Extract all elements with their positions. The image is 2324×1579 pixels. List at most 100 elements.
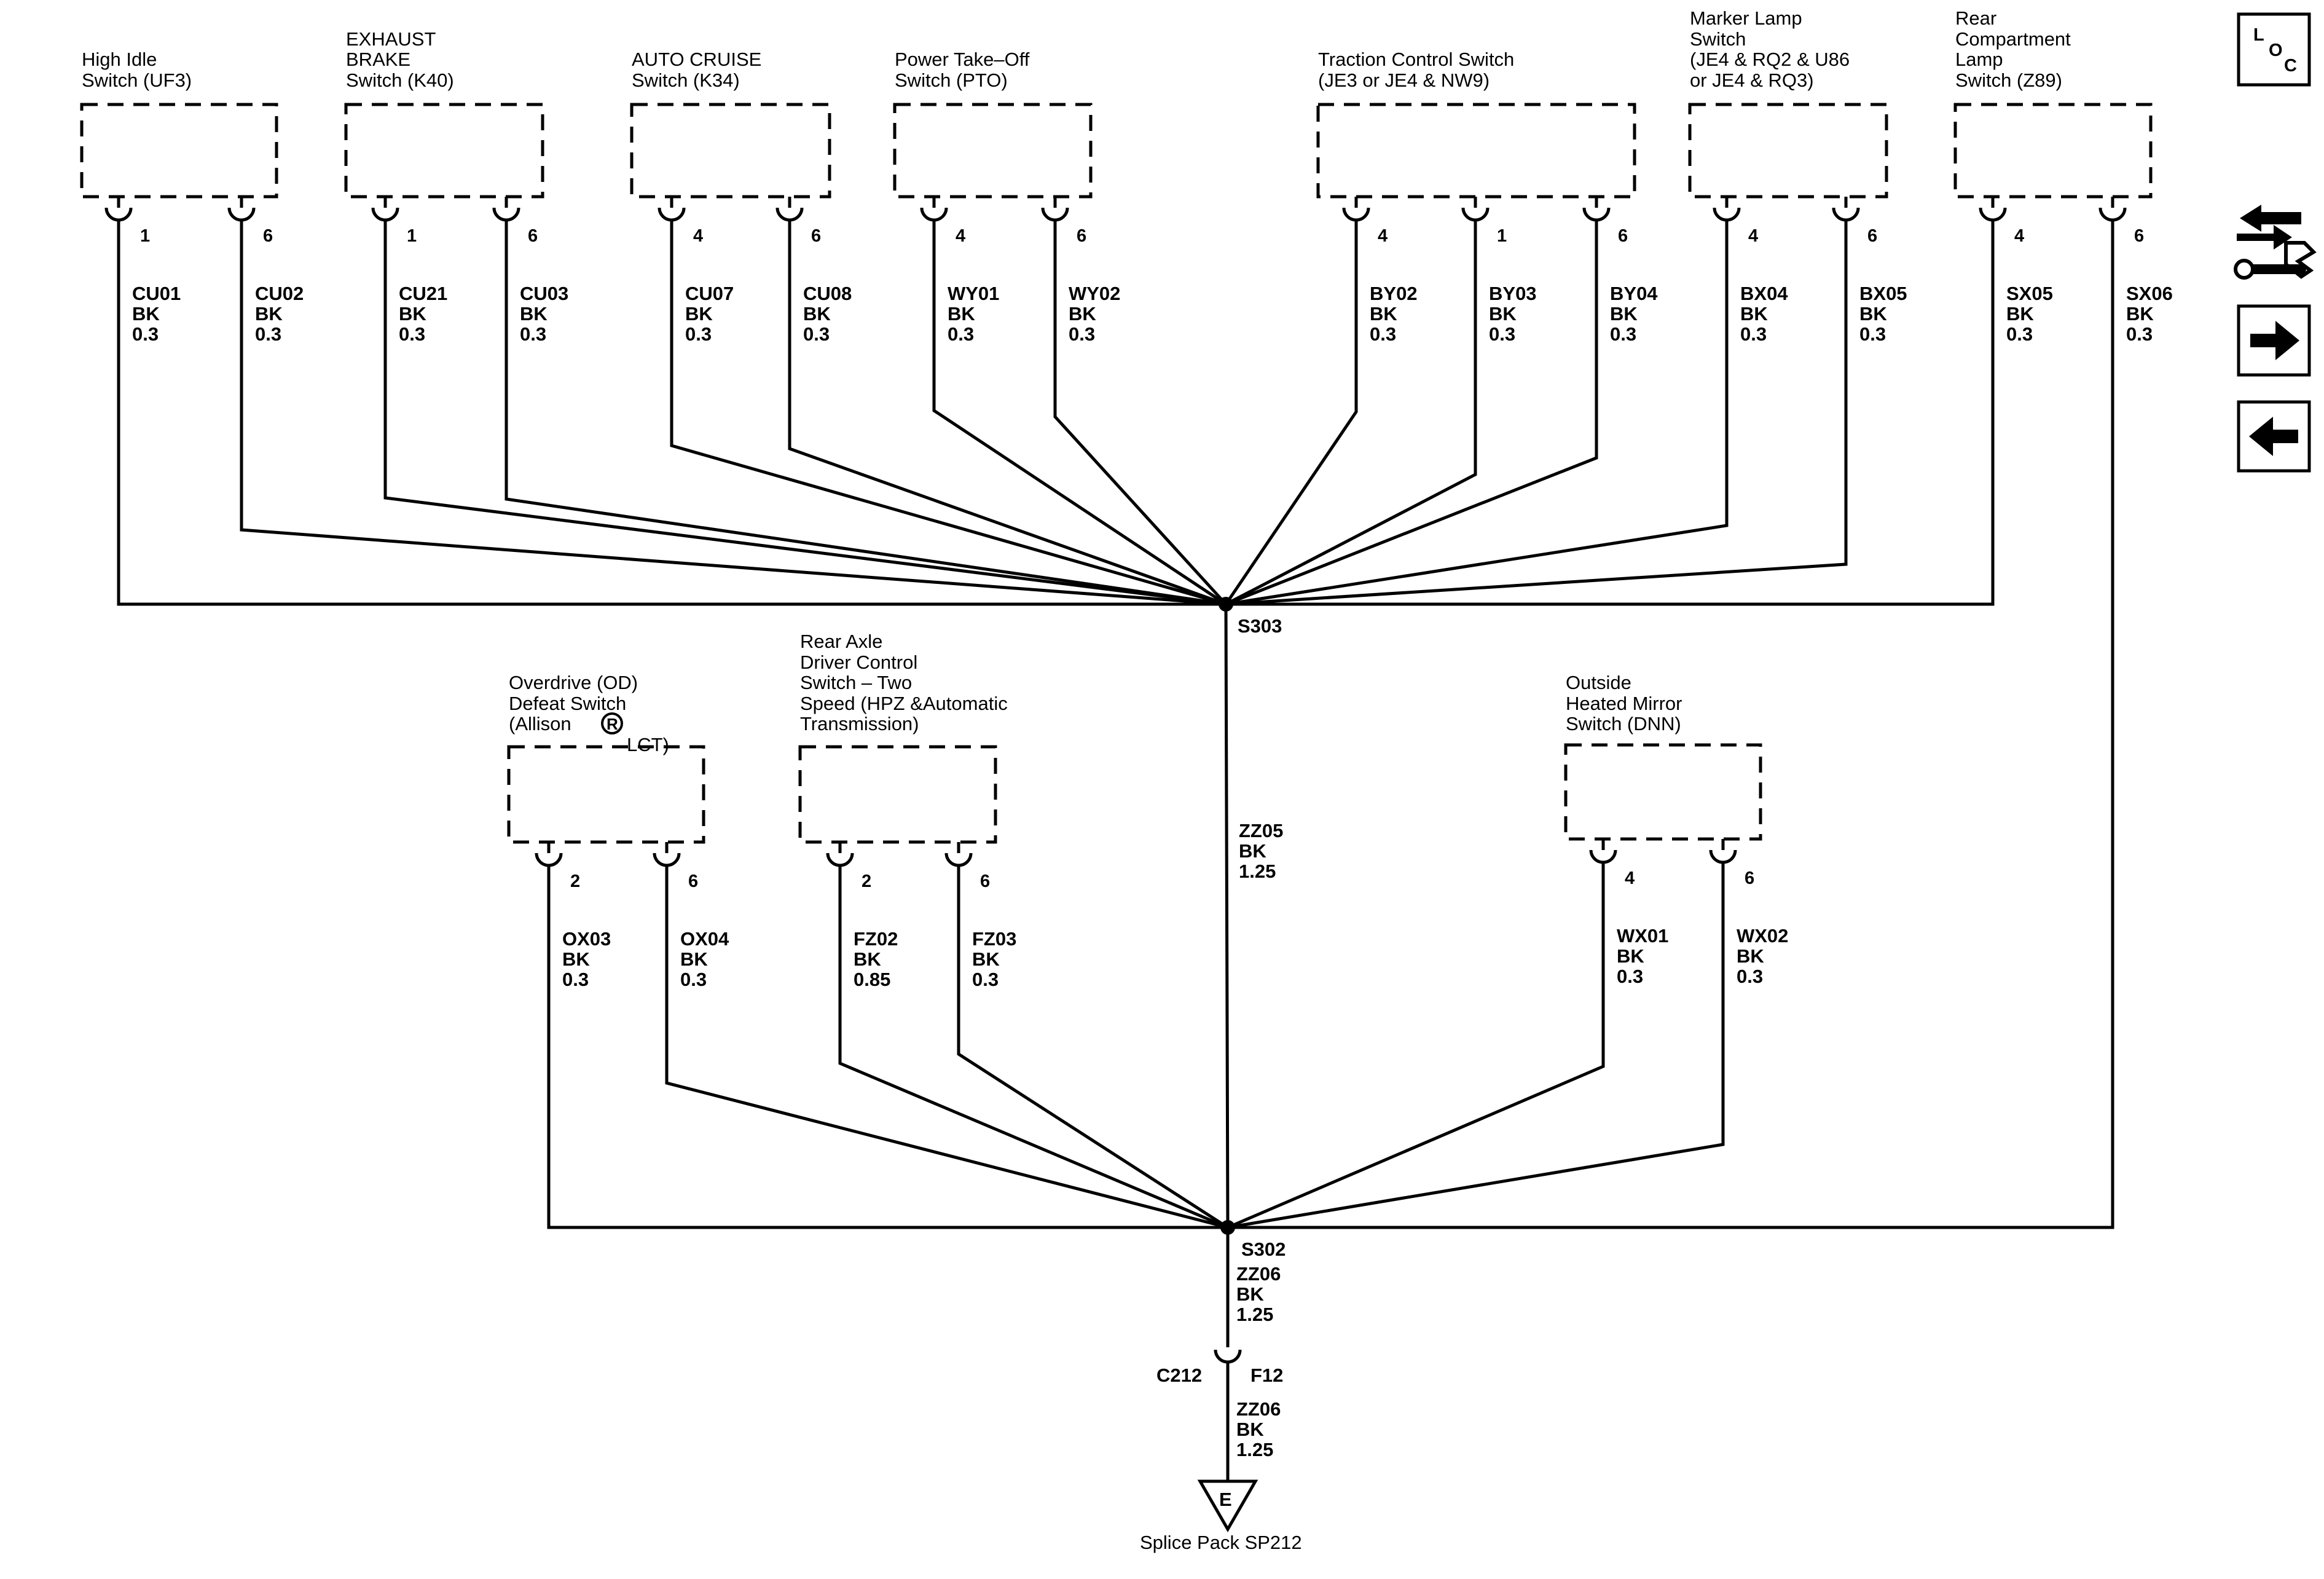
terminal-symbol [2098, 207, 2127, 222]
wire-ox04 [665, 865, 1228, 1229]
wire-label: 0.3 [399, 323, 425, 345]
loc-letter: C [2284, 56, 2297, 76]
wire-label: BK [1740, 303, 1768, 325]
wire-label: 0.3 [132, 323, 159, 345]
wire-label: CU03 [520, 283, 568, 304]
wire-label: 0.3 [1859, 323, 1886, 345]
wire-label: BK [399, 303, 426, 325]
pin-number: 4 [2014, 226, 2024, 246]
component-label: Transmission) [800, 713, 919, 734]
wire-label: BK [1236, 1419, 1264, 1440]
wire-wx02 [1227, 862, 1725, 1229]
wire-by03 [1225, 220, 1477, 606]
wire-bx05 [1225, 220, 1848, 606]
wire-label: BK [1489, 303, 1517, 325]
pin-number: 6 [1077, 226, 1086, 246]
component-label: Driver Control [800, 652, 917, 673]
wire-label: 0.3 [1617, 966, 1643, 987]
component-label: Switch (PTO) [895, 69, 1008, 91]
terminal-symbol [658, 207, 686, 222]
wire-label: 0.3 [562, 969, 589, 990]
terminal-symbol [653, 853, 681, 867]
terminal-symbol [826, 853, 854, 867]
pin-number: 6 [2134, 226, 2144, 246]
arrow-left-icon[interactable] [2237, 400, 2311, 473]
wire-cu08 [788, 220, 1227, 606]
wire-label: BK [948, 303, 975, 325]
wire-label: 0.3 [680, 969, 707, 990]
component-label: Heated Mirror [1566, 693, 1682, 714]
wire-label: FZ03 [972, 928, 1016, 950]
wire-label: BK [1069, 303, 1096, 325]
wire-label: WX02 [1737, 925, 1788, 947]
splice-s303-dot [1219, 597, 1233, 612]
wire-ox03 [547, 865, 1228, 1229]
wire-lines [117, 220, 2114, 1229]
wire-label: FZ02 [854, 928, 898, 950]
component-label: Compartment [1955, 28, 2071, 50]
connector-tools-icon[interactable] [2234, 205, 2317, 280]
pin-number: 6 [811, 226, 821, 246]
wire-label: BK [2126, 303, 2154, 325]
arrow-right-icon[interactable] [2237, 304, 2311, 377]
pin-number: 1 [407, 226, 417, 246]
pin-number: 4 [1625, 868, 1635, 888]
component-label: EXHAUST [346, 28, 436, 50]
wire-label: BX04 [1740, 283, 1788, 304]
wire-label: BK [2006, 303, 2034, 325]
wire-cu02 [240, 220, 1227, 606]
trunk-wire-label: 1.25 [1239, 860, 1276, 882]
wire-label: BY02 [1370, 283, 1418, 304]
wire-label: OX03 [562, 928, 611, 950]
terminal-symbol [1832, 207, 1860, 222]
component-label: Lamp [1955, 49, 2003, 70]
ground-triangle-icon [1197, 1479, 1258, 1533]
connector-name: C212 [1156, 1364, 1202, 1386]
component-label: Switch (K40) [346, 69, 454, 91]
loc-button[interactable]: LOC [2237, 12, 2311, 87]
terminal-symbol [535, 853, 563, 867]
component-label: (JE3 or JE4 & NW9) [1318, 69, 1490, 91]
wire-label: WX01 [1617, 925, 1668, 947]
wire-label: 0.3 [1610, 323, 1636, 345]
component-label: Switch (Z89) [1955, 69, 2062, 91]
pin-number: 1 [1497, 226, 1507, 246]
connector-c212-symbol [1214, 1349, 1242, 1364]
wire-label: 1.25 [1236, 1304, 1273, 1325]
pin-number: 6 [1618, 226, 1628, 246]
trunk-wire-label: BK [1239, 840, 1266, 862]
pin-number: 4 [1378, 226, 1388, 246]
trunk-wire-label: ZZ05 [1239, 820, 1283, 841]
component-label: AUTO CRUISE [632, 49, 761, 70]
ground-label: Splice Pack SP212 [1140, 1532, 1302, 1553]
component-outline [507, 745, 705, 844]
wire-fz03 [957, 865, 1229, 1229]
wire-label: ZZ06 [1236, 1398, 1281, 1420]
terminal-symbol [920, 207, 948, 222]
wire-label: 0.3 [2126, 323, 2153, 345]
navigation-panel[interactable]: LOC [2234, 12, 2317, 473]
component-label: Overdrive (OD) [509, 672, 638, 693]
wire-fz02 [838, 865, 1228, 1229]
component-traction: Traction Control Switch(JE3 or JE4 & NW9… [1316, 49, 1658, 345]
wire-label: BX05 [1859, 283, 1907, 304]
wire-label: BK [803, 303, 831, 325]
wire-label: 0.3 [685, 323, 712, 345]
component-label: Switch (K34) [632, 69, 740, 91]
wire-label: 0.3 [255, 323, 281, 345]
splice-s302-label: S302 [1241, 1238, 1286, 1260]
pin-number: 4 [956, 226, 965, 246]
component-outline [1316, 103, 1636, 199]
component-outline [1564, 743, 1762, 841]
pin-number: 4 [1748, 226, 1758, 246]
pin-number: 6 [688, 872, 698, 891]
wire-label: BK [1610, 303, 1638, 325]
terminal-symbol [1342, 207, 1370, 222]
wire-sx06 [1228, 220, 2114, 1229]
component-outline [893, 103, 1093, 199]
terminal-symbol [775, 207, 804, 222]
terminal-symbol [1709, 849, 1737, 864]
wire-label: 0.3 [520, 323, 546, 345]
component-label-allison: (Allison [509, 713, 571, 734]
